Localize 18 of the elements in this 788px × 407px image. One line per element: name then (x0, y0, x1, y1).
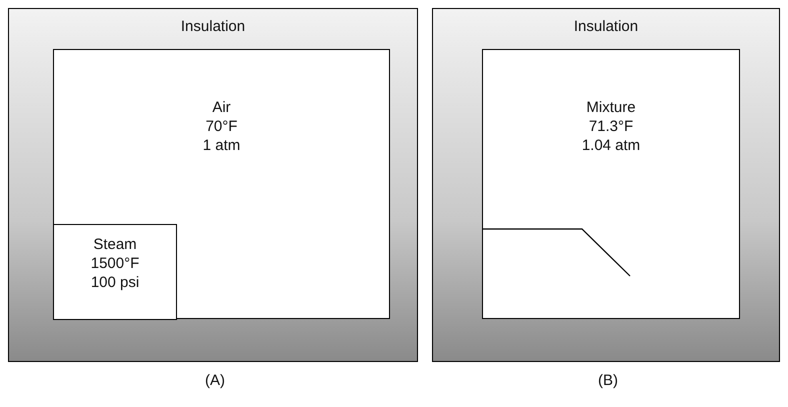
pressure-label: 1 atm (202, 136, 240, 155)
panel-caption: (A) (205, 372, 225, 389)
region-label: Steam (93, 235, 137, 254)
insulation-wall (8, 8, 418, 362)
temperature-label: 1500°F (90, 254, 140, 273)
region-label: Mixture (586, 98, 636, 117)
region-label: Air (212, 98, 231, 117)
steam-compartment (53, 224, 177, 320)
insulation-wall (432, 8, 780, 362)
wall-label: Insulation (180, 17, 246, 36)
tank-chamber (53, 49, 390, 319)
temperature-label: 70°F (206, 117, 238, 136)
pressure-label: 1.04 atm (582, 136, 640, 155)
panel-caption: (B) (598, 372, 618, 389)
wall-label: Insulation (574, 17, 638, 36)
tank-chamber (482, 49, 740, 319)
temperature-label: 71.3°F (588, 117, 634, 136)
pressure-label: 100 psi (90, 273, 140, 292)
